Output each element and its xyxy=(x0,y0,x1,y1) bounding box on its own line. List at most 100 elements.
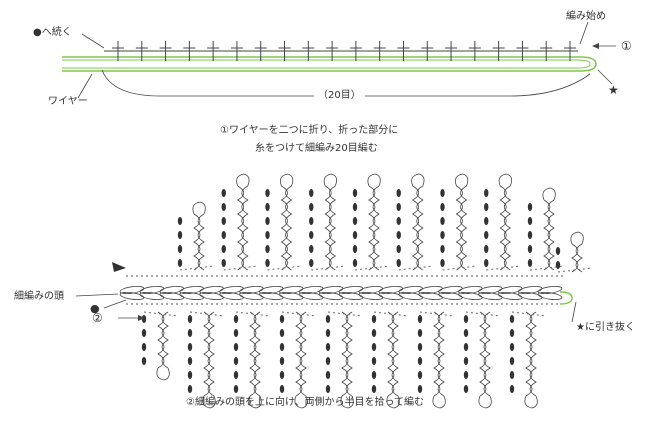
chain-stitch-dot xyxy=(233,329,239,337)
chain-stitch-dot xyxy=(484,259,489,267)
chain-stitch-dot xyxy=(555,261,561,269)
chain-stitch-dot xyxy=(325,329,331,337)
chain-stitch-dot xyxy=(417,357,423,365)
step2-figure xyxy=(75,173,593,409)
circle-leader xyxy=(103,299,127,309)
chain-stitch-dot xyxy=(221,231,226,239)
step1-arrow-head xyxy=(592,43,599,49)
chain-stitch-dot xyxy=(233,315,239,323)
chain-stitch-dot xyxy=(187,329,193,337)
chain-branch xyxy=(440,173,477,271)
chain-stitch-dot xyxy=(233,357,239,365)
wire-end-icon xyxy=(559,291,573,305)
count-bracket xyxy=(101,69,591,97)
chain-branch xyxy=(509,311,547,409)
lower-branches xyxy=(141,311,547,409)
sc-stitch-icon xyxy=(373,41,386,61)
count-label: （20目） xyxy=(314,90,365,102)
chain-stitch-dot xyxy=(233,343,239,351)
chain-stitch-dot xyxy=(279,357,285,365)
chain-stitch-dot xyxy=(509,343,515,351)
chain-branch xyxy=(371,311,409,409)
sc-stitch-icon xyxy=(564,41,576,61)
chain-stitch-dot xyxy=(509,315,515,323)
chain-stitch-dot xyxy=(396,189,401,197)
sc-stitch-icon xyxy=(516,41,529,61)
star-leader xyxy=(597,69,613,85)
chain-branch xyxy=(325,311,363,409)
chain-stitch-dot xyxy=(352,231,358,239)
chain-stitch-dot xyxy=(221,189,226,197)
chain-stitch-dot xyxy=(463,329,469,337)
chain-stitch-dot xyxy=(484,245,489,253)
chain-stitch-dot xyxy=(440,203,445,211)
chain-stitch-dot xyxy=(527,203,533,211)
sc-stitch-icon xyxy=(421,41,434,61)
step2-caption: ②細編みの頭を上に向け、両側から半目を拾って編む xyxy=(186,397,424,408)
chain-stitch-dot xyxy=(352,245,358,253)
continue-leader xyxy=(81,33,105,49)
step1-caption-line2: 糸をつけて細編み20目編む xyxy=(255,143,378,154)
chain-branch xyxy=(352,173,390,271)
chain-stitch-dot xyxy=(527,217,533,225)
chain-stitch-dot xyxy=(265,245,270,253)
chain-stitch-dot xyxy=(233,385,239,393)
chain-stitch-dot xyxy=(417,315,423,323)
chain-branch xyxy=(279,311,317,409)
pull-leader xyxy=(571,301,577,323)
chain-branch xyxy=(141,311,179,381)
chain-stitch-dot xyxy=(177,217,183,225)
step1-number: ① xyxy=(621,39,632,53)
chain-branch xyxy=(265,173,302,271)
chain-stitch-dot xyxy=(484,189,489,197)
start-leader xyxy=(579,21,589,45)
chain-stitch-dot xyxy=(527,259,533,267)
chain-stitch-dot xyxy=(417,343,423,351)
sc-stitch-icon xyxy=(302,41,315,61)
chain-branch xyxy=(233,311,271,409)
sc-stitch-icon xyxy=(445,41,458,61)
chain-stitch-dot xyxy=(484,203,489,211)
chain-stitch-dot xyxy=(279,329,285,337)
chain-stitch-dot xyxy=(265,231,270,239)
wire-leader xyxy=(77,73,93,99)
chain-stitch-dot xyxy=(463,385,469,393)
chain-stitch-dot xyxy=(265,217,270,225)
chain-stitch-dot xyxy=(325,371,331,379)
wire-icon xyxy=(62,56,597,72)
chain-stitch-dot xyxy=(141,315,147,323)
pull-label: ★に引き抜く xyxy=(576,322,635,333)
chain-stitch-dot xyxy=(352,217,358,225)
chain-stitch-dot xyxy=(325,357,331,365)
chain-stitch-dot xyxy=(396,203,401,211)
chain-stitch-dot xyxy=(279,385,285,393)
sc-stitch-icon xyxy=(278,41,291,61)
chain-stitch-dot xyxy=(509,371,515,379)
chain-stitch-dot xyxy=(509,329,515,337)
chain-stitch-dot xyxy=(440,245,445,253)
chain-stitch-dot xyxy=(187,385,193,393)
chain-branch xyxy=(417,311,455,409)
continue-label: ●へ続く xyxy=(33,27,72,38)
chain-stitch-dot xyxy=(279,371,285,379)
sc-stitch-icon xyxy=(112,41,124,61)
chain-stitch-dot xyxy=(440,217,445,225)
chain-stitch-dot xyxy=(396,217,401,225)
chain-stitch-dot xyxy=(371,343,377,351)
chain-stitch-dot xyxy=(309,203,314,211)
chain-branch xyxy=(463,311,501,409)
chain-branch xyxy=(527,187,565,271)
upper-branches xyxy=(177,173,593,273)
wire-label: ワイヤー xyxy=(48,96,88,107)
chain-stitch-dot xyxy=(309,259,314,267)
sc-stitch-icon xyxy=(492,41,505,61)
braid-loop-lower xyxy=(537,292,563,300)
chain-stitch-dot xyxy=(309,189,314,197)
chain-stitch-dot xyxy=(141,343,147,351)
stitch-crosses xyxy=(112,41,576,61)
chain-stitch-dot xyxy=(371,315,377,323)
chain-stitch-dot xyxy=(371,385,377,393)
chain-stitch-dot xyxy=(371,357,377,365)
chain-branch xyxy=(396,173,433,271)
sc-stitch-icon xyxy=(468,41,481,61)
